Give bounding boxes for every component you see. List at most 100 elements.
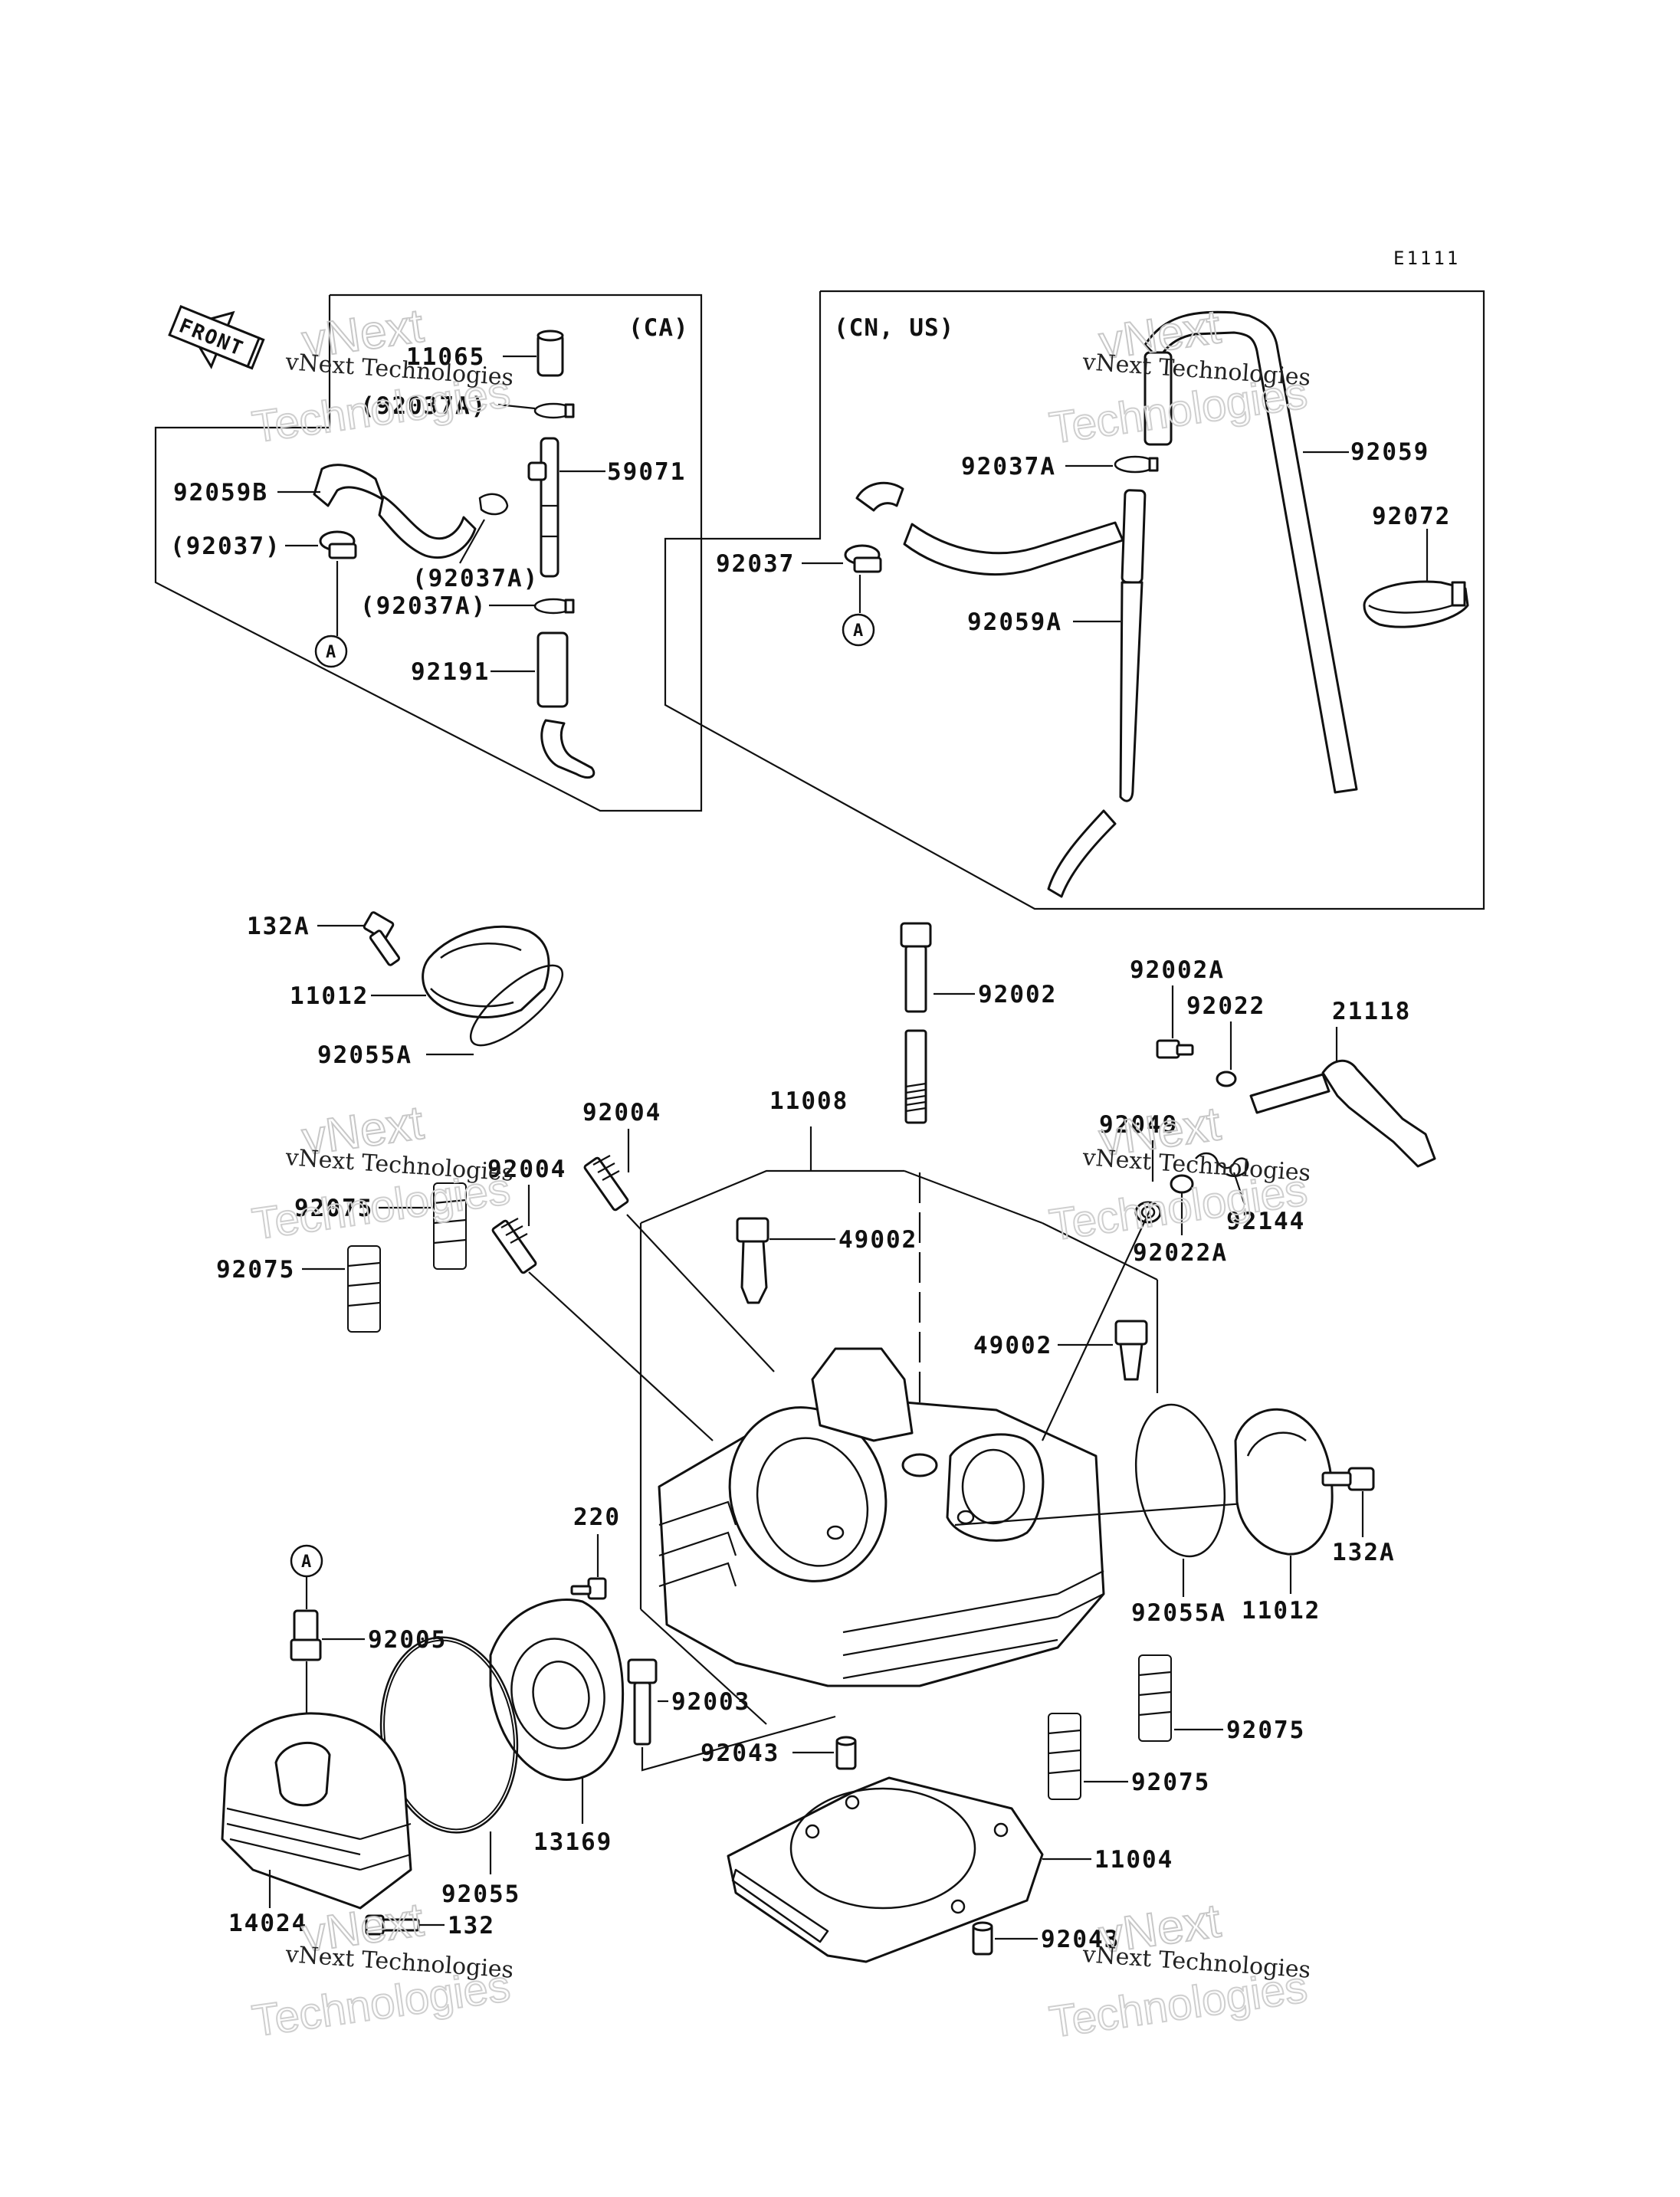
cover-11012-top-icon bbox=[422, 925, 550, 1018]
spring-92144-icon bbox=[1195, 1152, 1249, 1177]
pipe-92059-icon bbox=[1144, 310, 1358, 794]
gasket-92055a-bot-icon bbox=[1134, 1403, 1226, 1558]
callout-ca-92037a-low: (92037A) bbox=[360, 592, 487, 620]
cylinder-head-icon bbox=[658, 1347, 1105, 1687]
callout-49002-a: 49002 bbox=[838, 1226, 917, 1254]
clamp-cn-92037-icon bbox=[844, 544, 882, 573]
callout-11004: 11004 bbox=[1094, 1846, 1173, 1874]
bolt-92002-icon bbox=[900, 922, 932, 1124]
ca-variant-box: (CA) 11065 (92037A) 59071 9205 bbox=[154, 293, 703, 812]
connector-a-bot-icon bbox=[290, 1544, 323, 1578]
bolt-92002a-icon bbox=[1156, 1039, 1194, 1059]
callout-92005: 92005 bbox=[368, 1626, 447, 1654]
valve-lifter-group: 92002A 92022 21118 92049 92144 92022A bbox=[1099, 956, 1436, 1267]
bolt-132a-bot-icon bbox=[1321, 1467, 1375, 1491]
callout-92043-b: 92043 bbox=[1041, 1926, 1120, 1953]
callout-92022a: 92022A bbox=[1133, 1239, 1228, 1267]
damper-92075-b-icon bbox=[347, 1245, 381, 1333]
cover-11012-bot-icon bbox=[1234, 1408, 1334, 1556]
callout-132a-bot: 132A bbox=[1332, 1539, 1396, 1566]
side-cover-group: 132A 92055A 11012 bbox=[1131, 1403, 1396, 1627]
callout-92055a-bot: 92055A bbox=[1131, 1599, 1226, 1627]
part-11065-icon bbox=[536, 330, 564, 377]
callout-11008: 11008 bbox=[769, 1087, 848, 1115]
cn-us-variant-box: (CN, US) 92059 92037A 92072 bbox=[664, 290, 1485, 910]
clamp-92037a-mid-icon bbox=[478, 493, 509, 516]
callout-21118: 21118 bbox=[1332, 998, 1411, 1025]
screw-220-icon bbox=[570, 1577, 607, 1600]
washer-92022-icon bbox=[1216, 1071, 1237, 1087]
breather-cover-top-group: 132A 11012 92055A bbox=[247, 911, 564, 1069]
gasket-92055a-top-icon bbox=[469, 964, 564, 1047]
clamp-92037a-low-icon bbox=[533, 598, 575, 615]
connector-a-cn-label: A bbox=[853, 621, 863, 641]
callout-ca-11065: 11065 bbox=[406, 343, 485, 371]
callout-cn-92037: 92037 bbox=[716, 550, 795, 578]
ca-box-label: (CA) bbox=[628, 314, 689, 342]
callout-14024: 14024 bbox=[228, 1910, 307, 1937]
callout-92022: 92022 bbox=[1186, 992, 1265, 1020]
callout-ca-59071: 59071 bbox=[607, 458, 686, 486]
callout-92003: 92003 bbox=[671, 1688, 750, 1716]
diagram-code: E1111 bbox=[1393, 248, 1460, 269]
clamp-92037-icon bbox=[319, 530, 357, 559]
dowel-92043-b-icon bbox=[972, 1921, 993, 1956]
callout-cn-92059: 92059 bbox=[1350, 438, 1429, 466]
cover-14024-icon bbox=[221, 1712, 412, 1910]
callout-92002: 92002 bbox=[978, 981, 1057, 1008]
callout-132a-top: 132A bbox=[247, 913, 310, 940]
cn-us-box-label: (CN, US) bbox=[834, 314, 954, 342]
callout-92049: 92049 bbox=[1099, 1111, 1178, 1139]
callout-92075-d: 92075 bbox=[1131, 1769, 1210, 1796]
callout-ca-92037: (92037) bbox=[170, 533, 281, 560]
callout-cn-92059a: 92059A bbox=[967, 608, 1062, 636]
callout-92004-b: 92004 bbox=[487, 1156, 566, 1183]
callout-92055: 92055 bbox=[441, 1881, 520, 1908]
lever-21118-icon bbox=[1249, 1059, 1436, 1168]
hose-92059b-icon bbox=[313, 464, 477, 559]
callout-11012-bot: 11012 bbox=[1242, 1597, 1321, 1625]
valve-guide-49002-a-icon bbox=[736, 1217, 769, 1304]
bolt-132a-top-icon bbox=[363, 911, 401, 966]
connector-a-label: A bbox=[326, 643, 336, 662]
clamp-92037a-icon bbox=[533, 402, 575, 419]
callout-92043-a: 92043 bbox=[701, 1740, 779, 1767]
callout-92075-b: 92075 bbox=[216, 1256, 295, 1284]
callout-92144: 92144 bbox=[1226, 1208, 1305, 1235]
hose-92059a-icon bbox=[855, 481, 1147, 898]
dowel-92043-a-icon bbox=[835, 1736, 857, 1770]
damper-92075-c-icon bbox=[1138, 1654, 1172, 1742]
head-11008-bracket bbox=[639, 1126, 1159, 1725]
callout-cn-92037a: 92037A bbox=[961, 453, 1056, 480]
holder-13169-icon bbox=[489, 1599, 624, 1781]
callout-92002a: 92002A bbox=[1130, 956, 1225, 984]
front-arrow-icon: FRONT bbox=[168, 305, 265, 370]
gasket-11004-icon bbox=[727, 1776, 1044, 1963]
part-59071-icon bbox=[527, 437, 559, 578]
damper-92075-a-icon bbox=[433, 1182, 467, 1270]
callout-cn-92072: 92072 bbox=[1372, 503, 1451, 530]
callout-92055a-top: 92055A bbox=[317, 1041, 412, 1069]
bolt-92003-icon bbox=[627, 1658, 658, 1746]
callout-220: 220 bbox=[573, 1503, 621, 1531]
stud-92004-b-icon bbox=[491, 1218, 537, 1274]
callout-ca-92191: 92191 bbox=[411, 658, 490, 686]
callout-11012-top: 11012 bbox=[290, 982, 369, 1010]
stud-92004-a-icon bbox=[583, 1155, 629, 1212]
connector-a-cn-icon bbox=[842, 613, 875, 647]
callout-92075-c: 92075 bbox=[1226, 1717, 1305, 1744]
connector-a-bot-label: A bbox=[301, 1553, 311, 1572]
valve-guide-49002-b-icon bbox=[1114, 1320, 1148, 1381]
damper-92075-d-icon bbox=[1048, 1713, 1081, 1800]
clamp-cn-92037a-icon bbox=[1114, 455, 1159, 474]
bolt-132-icon bbox=[365, 1914, 420, 1936]
hose-92191-icon bbox=[536, 631, 596, 779]
callout-132: 132 bbox=[448, 1912, 495, 1940]
fitting-92005-icon bbox=[290, 1609, 322, 1661]
callout-ca-92037a-top: (92037A) bbox=[360, 392, 487, 420]
callout-13169: 13169 bbox=[533, 1828, 612, 1856]
callout-ca-92059b: 92059B bbox=[173, 479, 268, 507]
connector-a-icon bbox=[314, 635, 348, 668]
band-92072-icon bbox=[1363, 580, 1469, 628]
